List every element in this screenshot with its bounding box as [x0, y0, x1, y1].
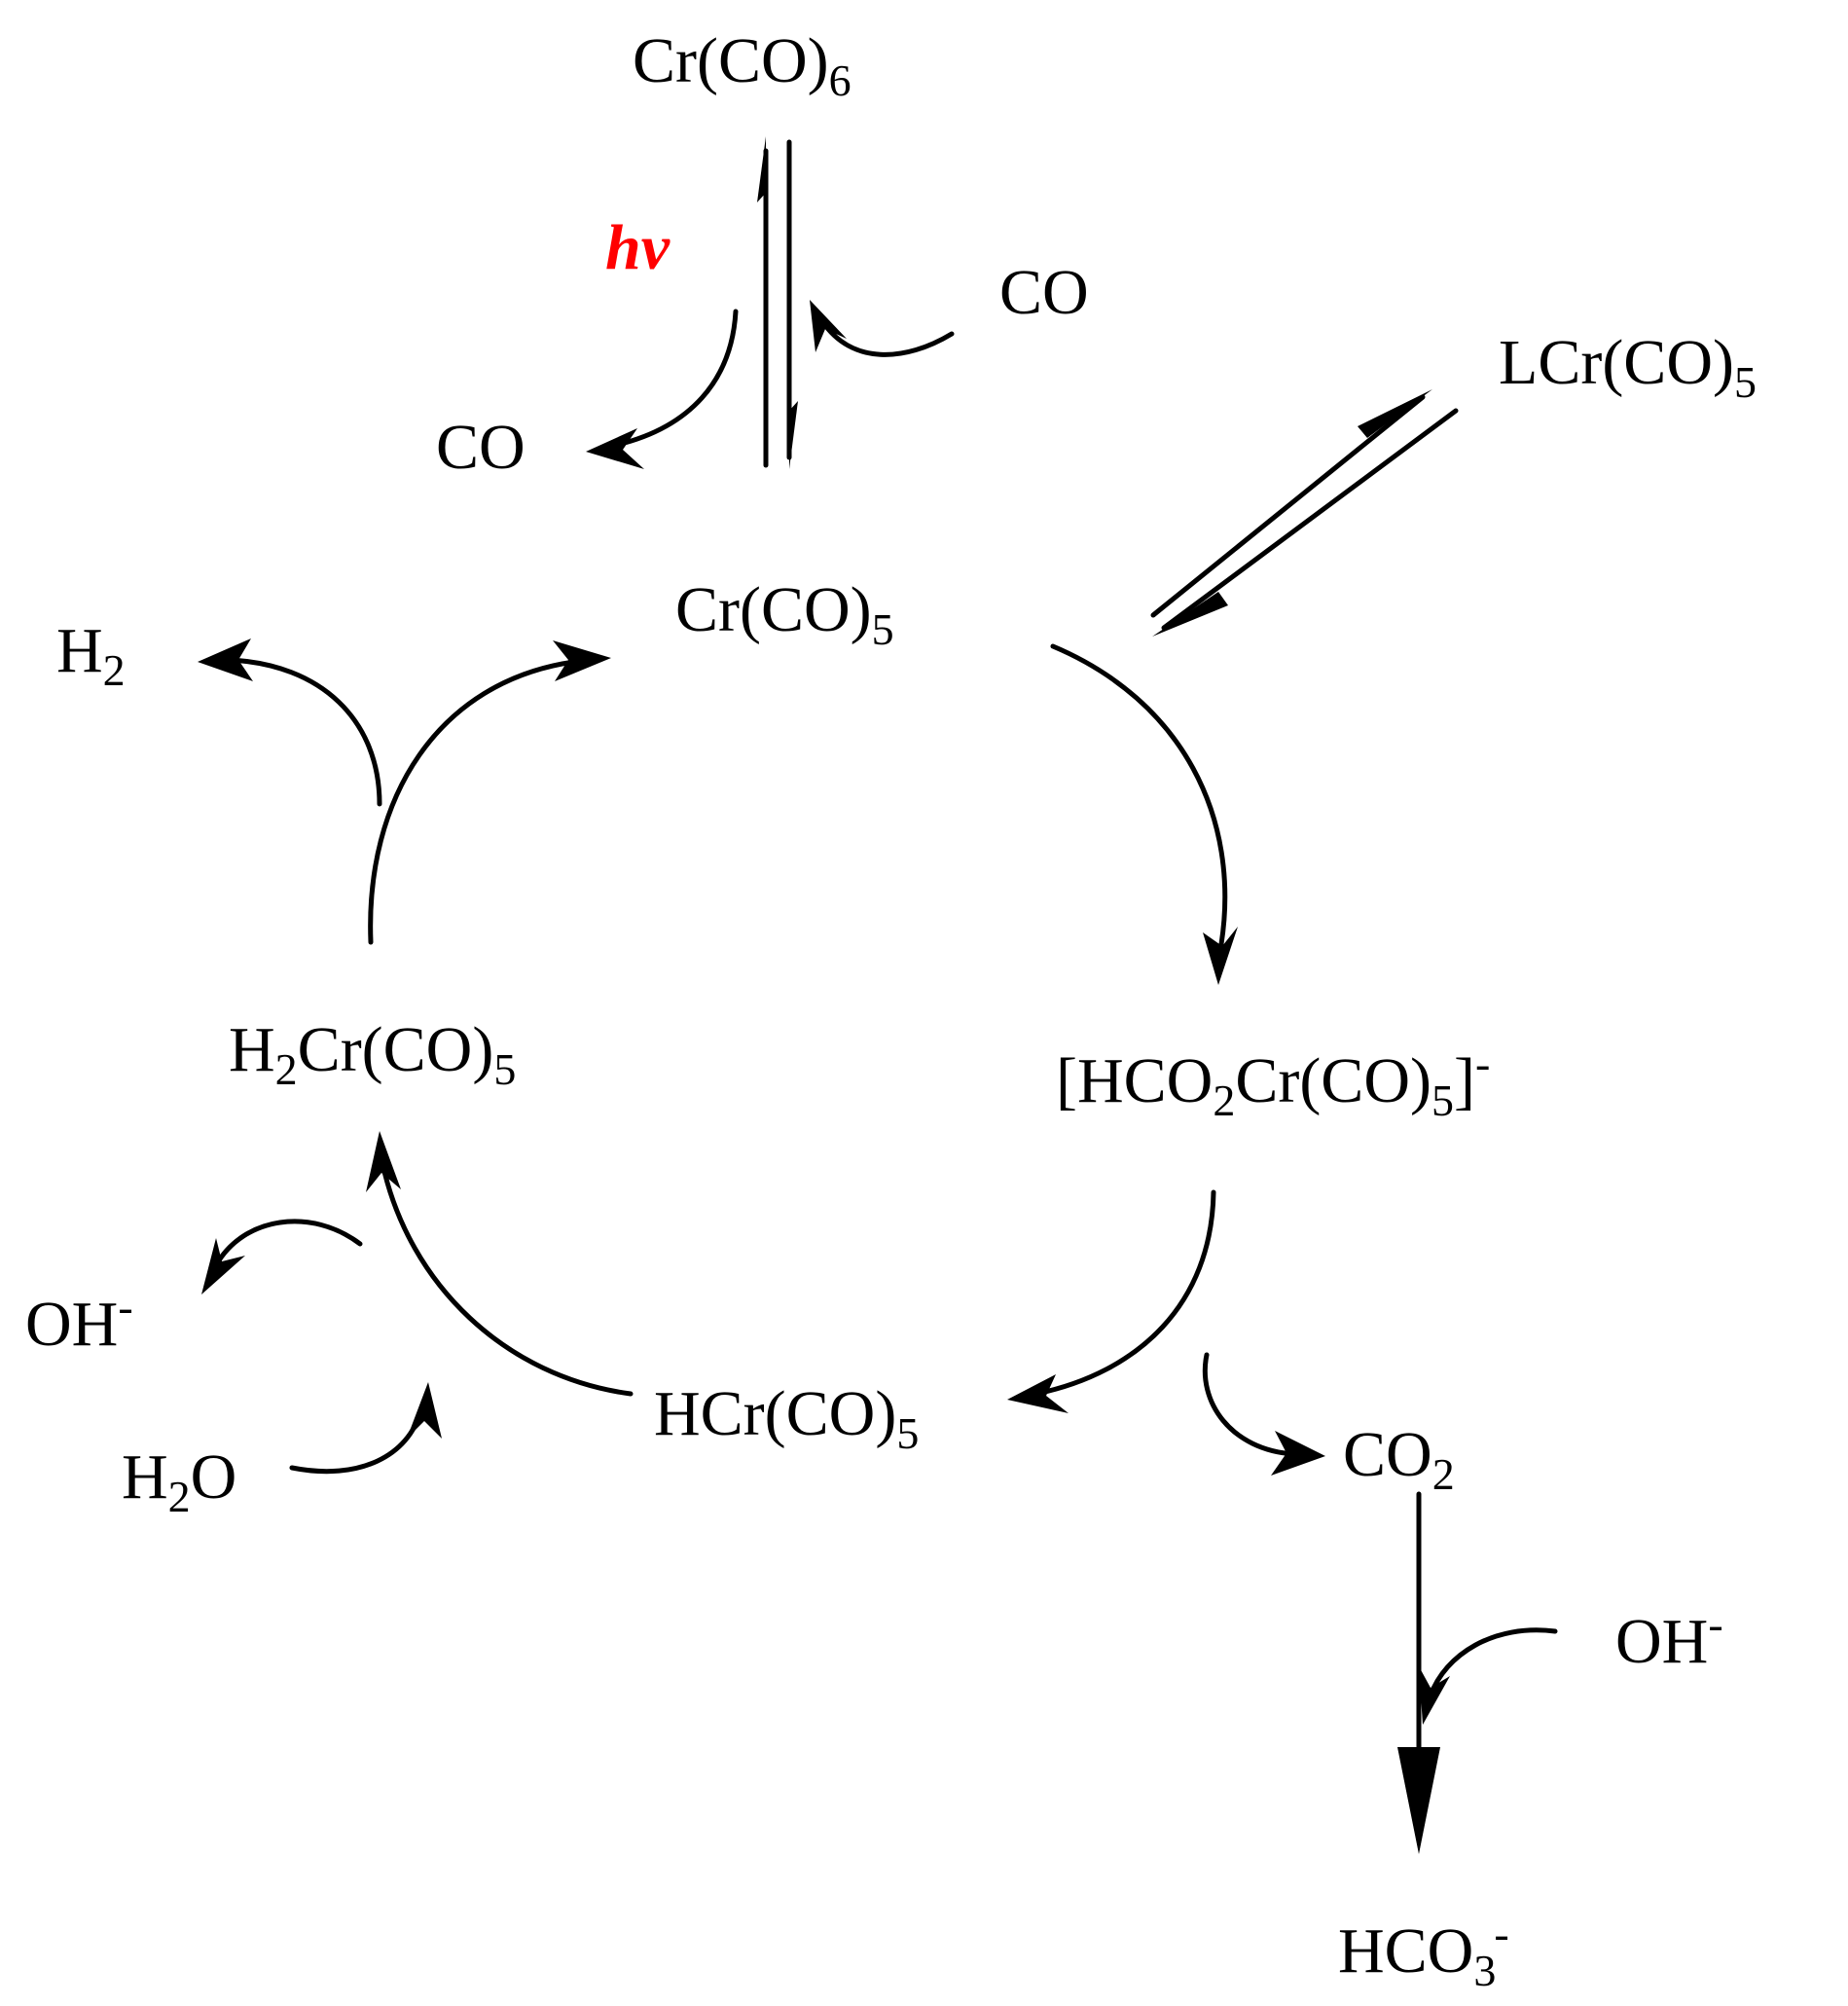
ligand-equilibrium-forward-head	[1358, 389, 1432, 438]
ligand-equilibrium-back	[1161, 408, 1459, 631]
equilibrium-arrowhead-down	[789, 401, 798, 469]
label-h2: H2	[56, 615, 126, 695]
oh-uptake-arrow	[1428, 1627, 1558, 1698]
label-hcr-co5: HCr(CO)5	[654, 1378, 920, 1458]
cycle-arrow-decarboxylation	[1033, 1189, 1216, 1397]
label-oh-left: OH-	[25, 1282, 133, 1360]
bicarbonate-arrowhead	[1397, 1747, 1440, 1854]
label-h2o: H2O	[122, 1441, 237, 1521]
h2-release-arrow	[226, 657, 382, 807]
cycle-arrow-formate	[1050, 643, 1228, 947]
label-h2cr-co5: H2Cr(CO)5	[229, 1014, 517, 1094]
ligand-equilibrium-back-head	[1152, 592, 1228, 637]
ligand-equilibrium-forward	[1150, 394, 1426, 618]
label-cr-co5: Cr(CO)5	[675, 574, 894, 654]
label-cr-co6: Cr(CO)6	[633, 25, 852, 105]
co-uptake-arrow	[819, 318, 955, 357]
h2o-uptake-arrowhead	[407, 1382, 442, 1439]
co-uptake-arrowhead	[810, 300, 847, 352]
label-formate-complex: [HCO2Cr(CO)5]-	[1056, 1039, 1491, 1125]
cycle-arrowhead-protonation	[366, 1131, 401, 1192]
label-co-left: CO	[436, 412, 525, 483]
cycle-arrow-protonation	[380, 1160, 634, 1397]
oh-uptake-arrowhead	[1419, 1666, 1450, 1725]
label-hv: hν	[605, 212, 670, 283]
label-co2: CO2	[1343, 1419, 1455, 1499]
label-lcr-co5: LCr(CO)5	[1499, 327, 1757, 407]
cycle-arrowhead-h2-elimination	[553, 640, 611, 681]
co-release-arrowhead	[586, 428, 644, 469]
h2-release-arrowhead	[198, 638, 253, 681]
cycle-arrowhead-formate	[1203, 927, 1238, 985]
cycle-arrow-h2-elimination	[368, 659, 577, 945]
oh-release-arrow	[213, 1219, 363, 1268]
oh-release-arrowhead	[201, 1238, 245, 1295]
co2-release-arrow	[1202, 1352, 1297, 1457]
h2o-uptake-arrow	[289, 1408, 423, 1475]
label-oh-right: OH-	[1615, 1599, 1723, 1677]
co-release-arrow	[610, 309, 739, 449]
cycle-arrowhead-decarboxylation	[1007, 1374, 1069, 1413]
label-hco3: HCO3-	[1338, 1909, 1509, 1995]
label-co-right: CO	[999, 257, 1089, 328]
equilibrium-arrowhead-up	[757, 136, 766, 202]
co2-release-arrowhead	[1271, 1431, 1325, 1476]
